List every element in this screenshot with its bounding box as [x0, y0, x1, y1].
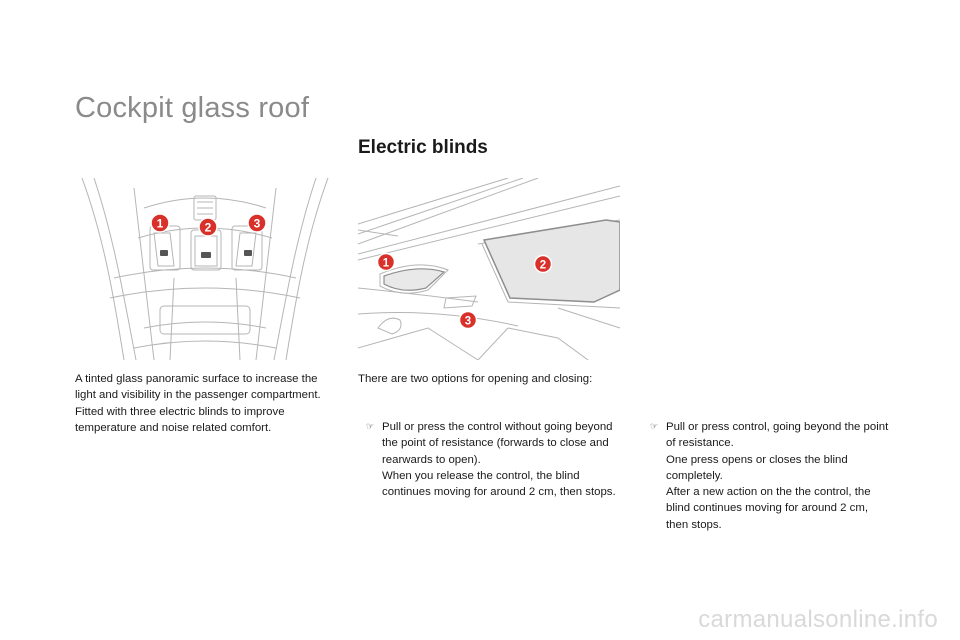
section-heading: Electric blinds	[358, 137, 488, 158]
option-text: When you release the control, the blind …	[382, 469, 616, 499]
svg-text:3: 3	[254, 217, 261, 231]
marker-1: 1	[376, 252, 396, 272]
option-item: ☞ Pull or press control, going beyond th…	[650, 419, 890, 533]
intro-text: A tinted glass panoramic surface to incr…	[75, 371, 337, 436]
options-intro: There are two options for opening and cl…	[358, 373, 593, 385]
marker-3: 3	[458, 310, 478, 330]
option-text: Pull or press control, going beyond the …	[666, 421, 889, 450]
option-text: One press opens or closes the blind comp…	[666, 453, 848, 482]
option-text: After a new action on the the control, t…	[666, 486, 871, 531]
roof-blinds-illustration: 1 2 3	[358, 178, 620, 360]
hand-pointer-icon: ☞	[366, 422, 375, 432]
option-text: Pull or press the control without going …	[382, 421, 613, 466]
marker-3: 3	[247, 213, 267, 233]
marker-2: 2	[533, 254, 553, 274]
watermark: carmanualsonline.info	[698, 606, 938, 633]
svg-text:3: 3	[465, 316, 471, 328]
svg-text:2: 2	[540, 260, 546, 272]
intro-paragraph: A tinted glass panoramic surface to incr…	[75, 373, 321, 402]
marker-2: 2	[198, 217, 218, 237]
marker-1: 1	[150, 213, 170, 233]
intro-paragraph: Fitted with three electric blinds to imp…	[75, 405, 285, 434]
svg-text:1: 1	[157, 217, 164, 231]
svg-text:2: 2	[205, 221, 212, 235]
svg-text:1: 1	[383, 258, 390, 270]
page-title: Cockpit glass roof	[75, 92, 310, 124]
roof-controls-illustration: 1 2 3	[74, 178, 336, 360]
hand-pointer-icon: ☞	[650, 422, 659, 432]
option-item: ☞ Pull or press the control without goin…	[366, 419, 624, 500]
